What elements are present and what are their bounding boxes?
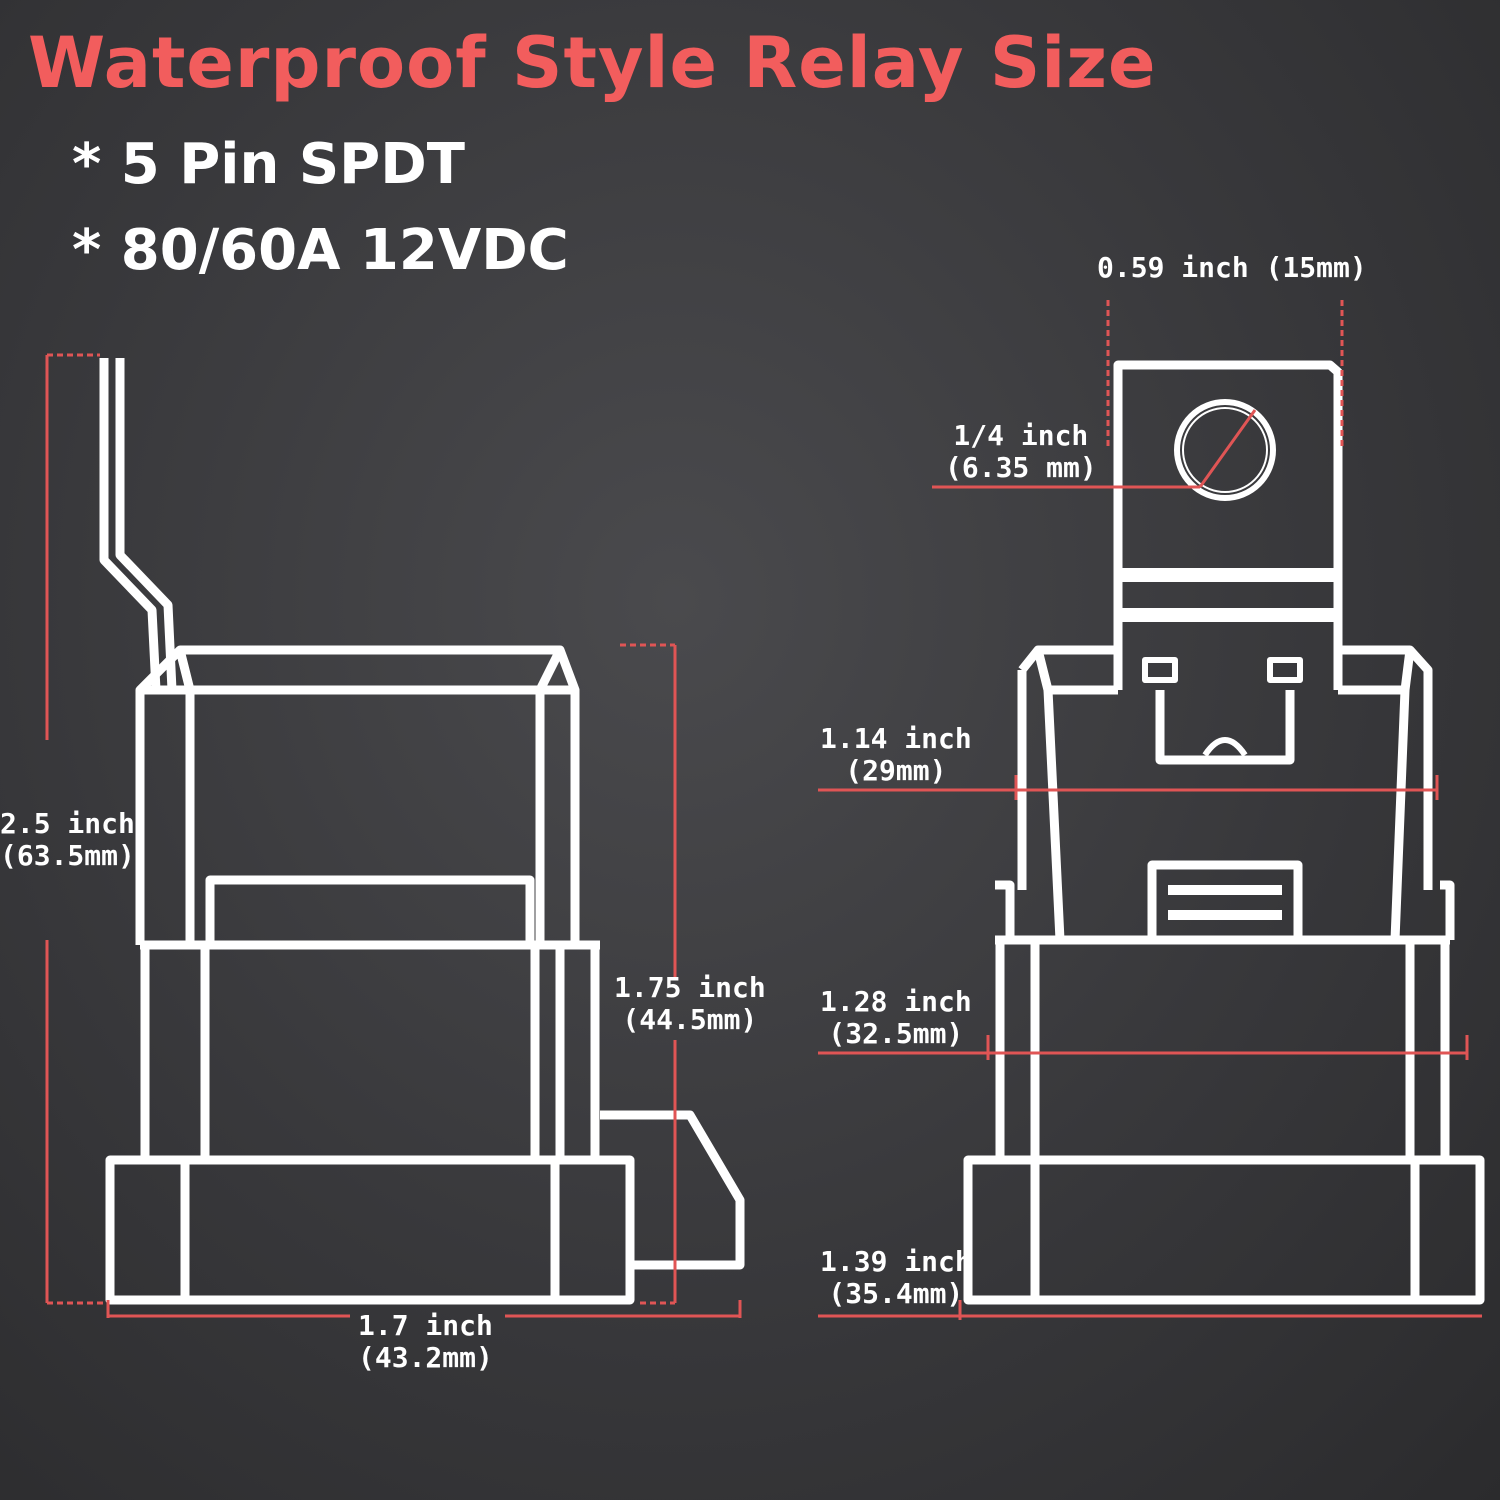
dim-width-top-mm: (29mm) (845, 754, 947, 787)
dim-width-top-inch: 1.14 inch (820, 722, 972, 755)
side-view-outline (99, 358, 745, 1305)
dim-terminal-width-label: 0.59 inch (15mm) (1097, 252, 1367, 284)
side-terminal (99, 358, 161, 691)
spec-pin-type: * 5 Pin SPDT (72, 132, 465, 197)
dim-height-total-label: 2.5 inch (63.5mm) (0, 808, 135, 872)
front-terminal (1113, 360, 1343, 690)
dim-height-total-inch: 2.5 inch (0, 807, 135, 840)
spec-rating: * 80/60A 12VDC (72, 218, 569, 283)
side-collar (140, 940, 600, 1160)
dim-terminal-width-inch: 0.59 inch (1097, 251, 1249, 284)
front-view-outline (963, 360, 1485, 1305)
dim-hole-label: 1/4 inch (6.35 mm) (945, 420, 1097, 484)
front-dimension-lines (818, 300, 1482, 1320)
terminal-hole (1174, 399, 1276, 501)
dim-terminal-width-text: 0.59 inch (15mm) (1097, 252, 1367, 284)
dim-hole-mm: (6.35 mm) (945, 451, 1097, 484)
dim-hole-inch: 1/4 inch (953, 419, 1089, 452)
dim-width-label: 1.7 inch (43.2mm) (358, 1310, 493, 1374)
front-base (963, 1155, 1485, 1305)
dim-height-body-mm: (44.5mm) (622, 1003, 758, 1036)
dim-terminal-width-mm: (15mm) (1265, 251, 1367, 284)
front-collar (995, 880, 1455, 945)
front-latch (1155, 690, 1295, 765)
dim-width-base-mm: (35.4mm) (828, 1277, 964, 1310)
page-title: Waterproof Style Relay Size (28, 22, 1157, 104)
side-top-cap (135, 645, 580, 695)
front-clip (1147, 860, 1303, 940)
dim-width-base-inch: 1.39 inch (820, 1245, 972, 1278)
side-dimension-lines (45, 353, 742, 1318)
side-base (105, 1155, 635, 1305)
dim-width-mid-label: 1.28 inch (32.5mm) (820, 986, 972, 1050)
side-inner-panel (205, 875, 535, 945)
dim-width-mid-mm: (32.5mm) (828, 1017, 964, 1050)
dim-height-body-inch: 1.75 inch (614, 971, 766, 1004)
dim-width-mid-inch: 1.28 inch (820, 985, 972, 1018)
dim-width-inch: 1.7 inch (358, 1309, 493, 1342)
dim-width-top-label: 1.14 inch (29mm) (820, 723, 972, 787)
side-stub-terminal (600, 1110, 745, 1270)
dim-width-mm: (43.2mm) (358, 1341, 493, 1374)
side-upper-body (135, 690, 580, 945)
dim-width-base-label: 1.39 inch (35.4mm) (820, 1246, 972, 1310)
dim-height-body-label: 1.75 inch (44.5mm) (614, 972, 766, 1036)
dim-height-total-mm: (63.5mm) (0, 839, 135, 872)
